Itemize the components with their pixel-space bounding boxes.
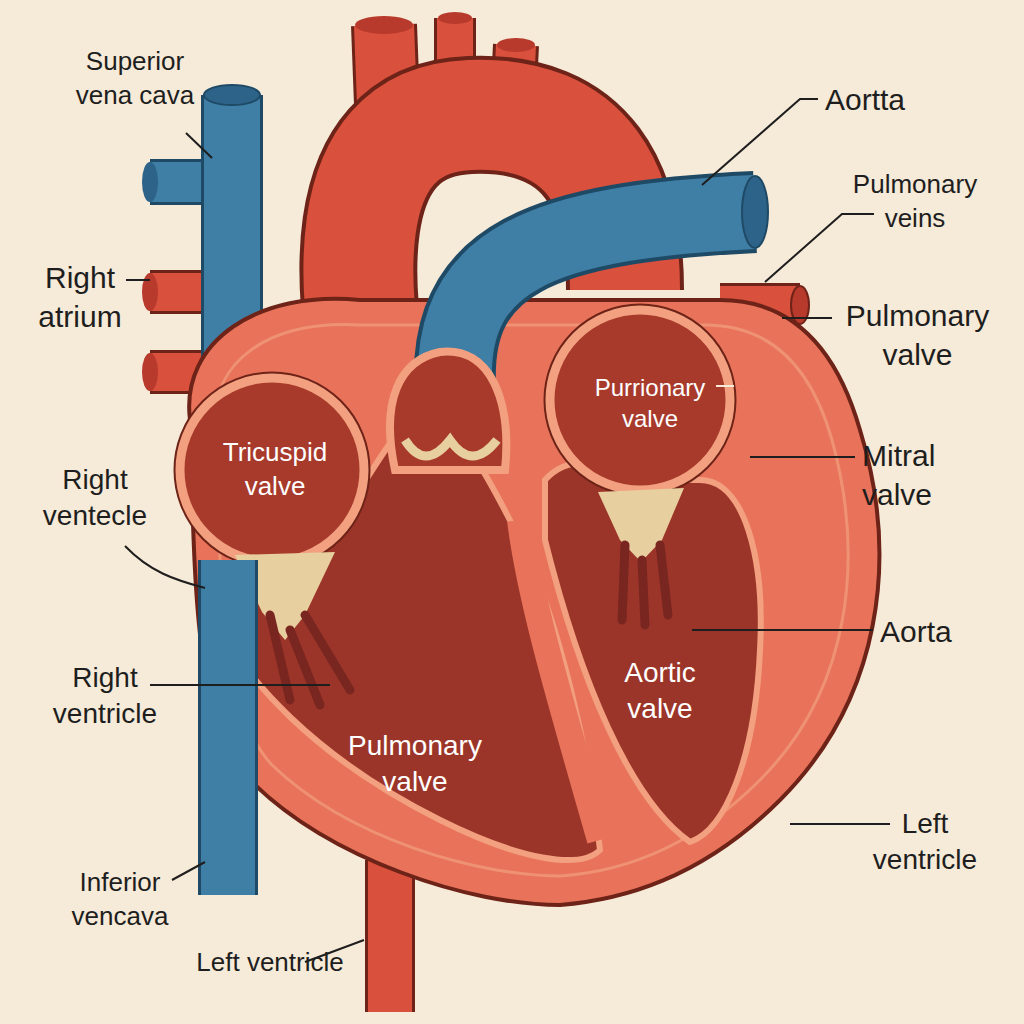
- part-label: Aorta: [880, 612, 1000, 651]
- papillary-muscle: [660, 545, 668, 615]
- papillary-muscle: [305, 615, 350, 690]
- leader-line: [172, 862, 205, 880]
- leader-line: [782, 317, 832, 319]
- part-label: Inferior vencava: [45, 866, 195, 934]
- part-label: Right ventecle: [20, 462, 170, 535]
- part-label: Right ventricle: [30, 660, 180, 733]
- leader-line: [750, 456, 855, 458]
- atrium-chamber: [180, 378, 364, 562]
- atrium-chamber: [550, 310, 730, 490]
- valve-leaflets: [598, 488, 684, 562]
- leader-lines: [125, 99, 890, 962]
- vessel-outline: [365, 860, 415, 1012]
- part-label: Superior vena cava: [60, 45, 210, 113]
- leader-line: [702, 99, 818, 185]
- leader-line: [765, 214, 874, 282]
- papillary-muscles: [270, 545, 668, 705]
- part-label: Mitral valve: [862, 436, 992, 514]
- part-label: Pulmonary veins: [830, 168, 1000, 236]
- vessel-lumen: [438, 12, 472, 24]
- leader-line: [692, 629, 873, 631]
- part-label: Right atrium: [20, 258, 140, 336]
- vessel-lumen: [142, 162, 158, 202]
- part-label: Aortta: [825, 80, 965, 119]
- papillary-muscle: [622, 545, 625, 620]
- chamber-label: Tricuspid valve: [195, 436, 355, 504]
- semilunar-valve: [405, 440, 497, 456]
- vessel-lumen: [742, 176, 768, 248]
- part-label: Pulmonary valve: [830, 296, 1005, 374]
- chamber-label: Aortic valve: [590, 655, 730, 728]
- inferior-vena-cava-vessel: [228, 560, 229, 895]
- leader-line: [150, 684, 330, 686]
- part-label: Left ventricle: [850, 806, 1000, 879]
- vein-vessel: [201, 560, 255, 895]
- vessel-lumen: [204, 85, 260, 105]
- leader-line: [125, 546, 205, 588]
- chamber-label: Purrionary valve: [570, 372, 730, 434]
- papillary-muscle: [642, 560, 645, 625]
- vessel-lumen: [142, 353, 158, 391]
- outflow-chamber: [390, 352, 506, 470]
- chamber-outline: [545, 305, 735, 495]
- septum-wall: [520, 520, 600, 840]
- leader-line: [790, 823, 890, 825]
- leader-line: [126, 279, 150, 281]
- part-label: Left ventricle: [195, 946, 345, 980]
- vessel-lumen: [142, 273, 158, 311]
- descending-vessel: [390, 860, 391, 1012]
- leader-line: [716, 385, 734, 387]
- vessel-outline: [198, 560, 258, 895]
- vessel-lumen: [497, 38, 535, 52]
- leader-line: [186, 133, 212, 158]
- artery-vessel: [368, 860, 412, 1012]
- vessel-lumen: [355, 16, 413, 34]
- chamber-outline: [175, 373, 369, 567]
- chamber-label: Pulmonary valve: [320, 728, 510, 801]
- papillary-muscle: [290, 630, 320, 705]
